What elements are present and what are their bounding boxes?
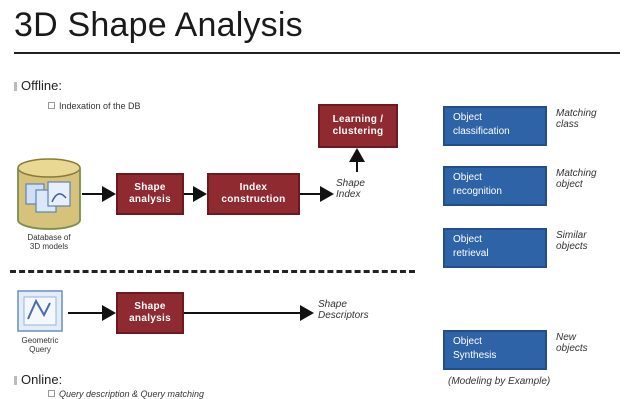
object-synthesis-box: Object Synthesis xyxy=(443,330,547,370)
new-objects-note: New objects xyxy=(556,332,588,354)
offline-subbullet: Indexation of the DB xyxy=(48,101,141,111)
shape-descriptors-label: Shape Descriptors xyxy=(318,299,369,321)
offline-sub-label: Indexation of the DB xyxy=(59,101,141,111)
bullet-marker xyxy=(14,82,17,91)
online-sub-label: Query description & Query matching xyxy=(59,389,205,399)
database-caption: Database of 3D models xyxy=(27,233,71,251)
learning-clustering-box: Learning / clustering xyxy=(318,104,398,148)
section-divider xyxy=(10,270,415,273)
offline-label: Offline: xyxy=(21,78,62,93)
matching-class-note: Matching class xyxy=(556,108,597,130)
shape-index-label: Shape Index xyxy=(336,178,365,200)
page-title: 3D Shape Analysis xyxy=(14,6,303,44)
similar-objects-note: Similar objects xyxy=(556,230,588,252)
title-divider xyxy=(14,52,620,54)
index-construction-box: Index construction xyxy=(207,173,300,215)
subbullet-marker xyxy=(48,102,55,109)
object-recognition-box: Object recognition xyxy=(443,166,547,206)
bullet-marker xyxy=(14,376,17,385)
database-icon xyxy=(17,158,81,230)
shape-analysis-box-top: Shape analysis xyxy=(116,173,184,215)
object-retrieval-box: Object retrieval xyxy=(443,228,547,268)
online-label: Online: xyxy=(21,372,63,387)
offline-bullet: Offline: xyxy=(14,78,62,93)
shape-analysis-box-bottom: Shape analysis xyxy=(116,292,184,334)
matching-object-note: Matching object xyxy=(556,168,597,190)
online-bullet: Online: xyxy=(14,372,62,387)
object-classification-box: Object classification xyxy=(443,106,547,146)
subbullet-marker xyxy=(48,390,55,397)
query-caption: Geometric Query xyxy=(21,336,59,354)
online-subbullet: Query description & Query matching xyxy=(48,389,204,399)
query-model-icon xyxy=(17,290,63,332)
modeling-by-example-note: (Modeling by Example) xyxy=(448,376,551,387)
